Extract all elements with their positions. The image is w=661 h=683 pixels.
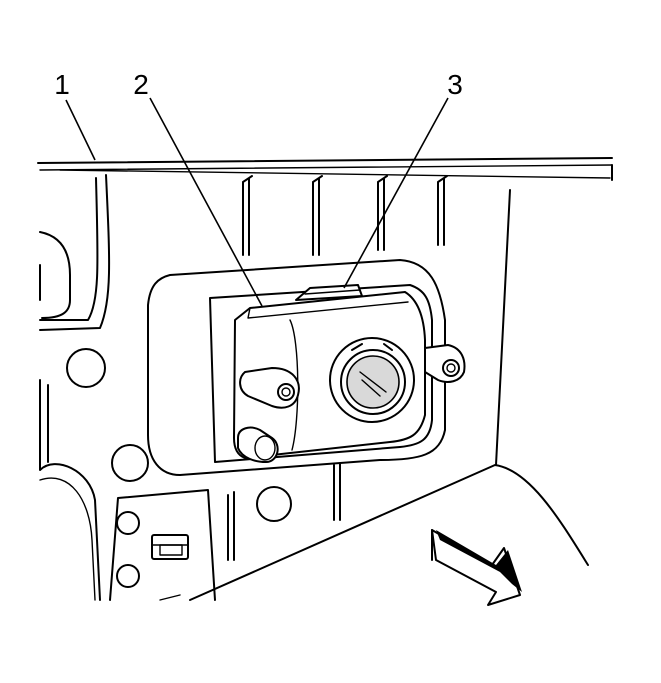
right-panel-edge: [495, 189, 511, 466]
lower-pin: [237, 426, 279, 463]
callout-leaders: [65, 97, 449, 307]
lower-slots: [227, 461, 341, 561]
left-adjuster: [239, 367, 300, 409]
upper-panel-edge: [37, 157, 613, 181]
direction-arrow-icon: [431, 529, 522, 606]
callout-2: 2: [133, 69, 149, 100]
panel-holes: [66, 348, 292, 588]
mounting-tab-icon: [151, 534, 189, 560]
callout-1: 1: [54, 69, 70, 100]
bulb-socket-icon: [329, 337, 415, 423]
left-structure: [39, 174, 111, 601]
callout-3: 3: [447, 69, 463, 100]
retaining-tab: [295, 284, 363, 301]
panel-slots: [242, 175, 448, 256]
lower-panel: [109, 464, 589, 601]
right-adjuster: [424, 344, 466, 383]
